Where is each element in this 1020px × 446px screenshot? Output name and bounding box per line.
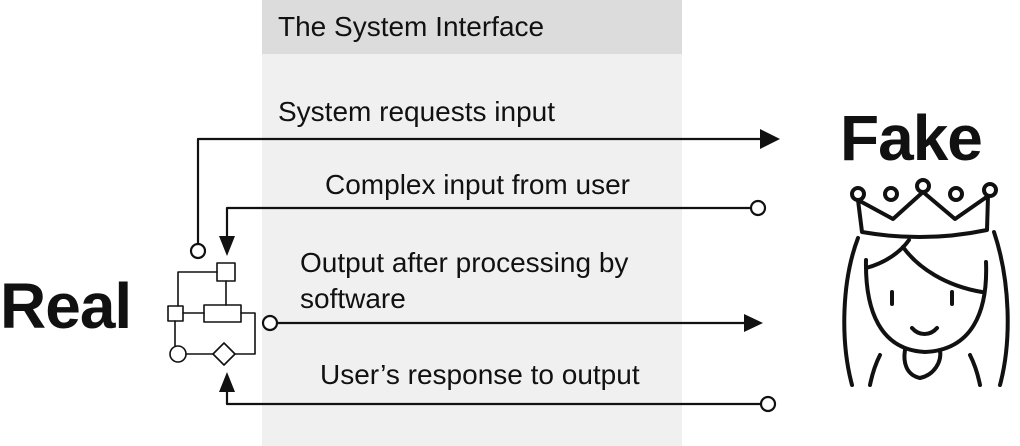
arrow-line [225, 206, 753, 240]
arrow-system-requests-input [189, 129, 780, 260]
system-interface-title: The System Interface [278, 11, 545, 42]
arrow-complex-input-from-user [219, 199, 767, 256]
flowchart-icon [167, 262, 256, 366]
arrow-head [760, 129, 780, 149]
flow-label-users-response: User’s response to output [320, 359, 640, 390]
flow-label-output-line-1: Output after processing by [300, 247, 629, 278]
arrow-line [196, 137, 764, 246]
princess-crown-icon [842, 178, 1010, 387]
actor-label-fake: Fake [840, 102, 983, 174]
arrow-head [219, 372, 235, 392]
arrow-head [219, 236, 235, 256]
arrow-start-circle [189, 242, 207, 260]
arrow-head [744, 314, 763, 332]
arrow-line [225, 387, 763, 406]
flow-label-output-line-2: software [300, 283, 406, 314]
actor-label-real: Real [0, 270, 132, 342]
arrow-start-circle [261, 314, 279, 332]
flow-label-system-requests-input: System requests input [278, 96, 556, 127]
system-interface-panel [262, 0, 682, 446]
arrow-start-circle [749, 199, 767, 217]
arrow-output-after-processing [261, 314, 763, 332]
system-interface-header [262, 0, 682, 54]
arrow-users-response [219, 372, 777, 413]
flow-label-complex-input-from-user: Complex input from user [325, 169, 631, 200]
arrow-start-circle [759, 395, 777, 413]
flow-label-output-after-processing: Output after processing by software [300, 245, 628, 317]
